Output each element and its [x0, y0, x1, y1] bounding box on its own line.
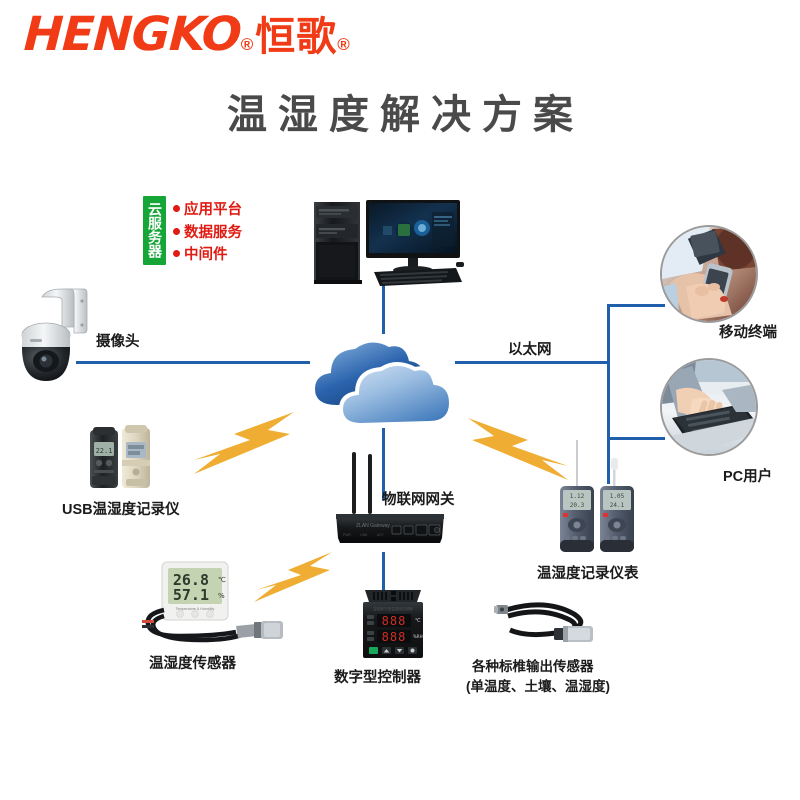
- connector-cloud-to-gateway: [382, 428, 385, 500]
- digital-controller-icon: 智能数字型温湿度控制器 888 ℃ 888 %RH: [363, 590, 423, 658]
- handheld-meter-label: 温湿度记录仪表: [537, 566, 639, 582]
- hands-on-laptop-photo: [660, 358, 758, 456]
- desktop-computer-icon: [314, 200, 464, 286]
- svg-text:22.1: 22.1: [96, 447, 113, 455]
- cloud-icon: [315, 342, 454, 428]
- connector-computer-to-cloud: [382, 284, 385, 334]
- bullet-dot-icon: [173, 227, 180, 235]
- ptz-dome-camera-icon: [21, 288, 88, 381]
- svg-text:℃: ℃: [218, 576, 226, 584]
- bullet-dot-icon: [173, 205, 180, 212]
- connector-cloud-to-ethernet: [455, 361, 610, 364]
- sensor-label: 温湿度传感器: [149, 656, 236, 672]
- svg-text:ACT: ACT: [377, 533, 384, 537]
- svg-text:℃: ℃: [415, 618, 421, 624]
- wireless-bolt-icon-handheld: [468, 418, 568, 480]
- svg-text:Temperature & Humidity: Temperature & Humidity: [176, 607, 215, 611]
- svg-text:57.1: 57.1: [173, 586, 209, 604]
- list-item-label: 数据服务: [184, 224, 242, 241]
- svg-text:%RH: %RH: [413, 634, 423, 639]
- svg-text:26.8: 26.8: [173, 571, 209, 589]
- wireless-bolt-icon-sensor: [254, 552, 332, 602]
- probe-label-line2: (单温度、土壤、温湿度): [466, 679, 610, 694]
- list-item: 应用平台: [173, 198, 242, 219]
- connector-gateway-to-controller: [382, 552, 385, 594]
- svg-text:ZLAN Gateway: ZLAN Gateway: [356, 523, 390, 529]
- probe-label-line1: 各种标椎输出传感器: [472, 659, 594, 674]
- connector-trunk-to-pc: [607, 437, 665, 440]
- camera-label: 摄像头: [96, 334, 140, 350]
- gateway-label: 物联网网关: [382, 492, 455, 508]
- bullet-dot-icon: [173, 250, 180, 257]
- page-title: 温湿度解决方案: [227, 93, 584, 137]
- cloud-server-feature-list: 应用平台 数据服务 中间件: [173, 196, 242, 265]
- controller-label: 数字型控制器: [334, 670, 421, 686]
- wireless-bolt-icon-usb: [194, 412, 294, 474]
- svg-text:%: %: [218, 592, 225, 600]
- svg-text:1.12: 1.12: [570, 493, 585, 500]
- connector-trunk-to-mobile: [607, 304, 665, 307]
- svg-text:24.1: 24.1: [610, 502, 625, 509]
- list-item-label: 应用平台: [184, 202, 242, 218]
- svg-text:智能数字型温湿度控制器: 智能数字型温湿度控制器: [373, 606, 413, 611]
- list-item: 中间件: [173, 243, 242, 264]
- svg-text:PWR: PWR: [343, 533, 351, 537]
- svg-text:1.05: 1.05: [610, 493, 625, 500]
- connector-camera-to-cloud: [76, 361, 310, 364]
- svg-text:888: 888: [382, 614, 407, 628]
- list-item-label: 中间件: [184, 247, 228, 263]
- brand-chinese-text: 恒歌: [255, 15, 338, 59]
- registered-mark-icon: ®: [240, 35, 254, 54]
- ethernet-label: 以太网: [508, 342, 552, 358]
- svg-text:888: 888: [382, 630, 407, 644]
- handheld-meter-icon: 1.12 20.3 1.05 24.1: [560, 440, 634, 552]
- brand-latin-text: HENGKO: [22, 7, 243, 62]
- usb-data-logger-icon: 22.1: [90, 425, 150, 488]
- cloud-server-badge: 云服务器: [143, 196, 166, 265]
- cable-probe-sensor-icon: [494, 602, 593, 642]
- connector-right-trunk: [607, 304, 610, 484]
- iot-gateway-icon: ZLAN Gateway PWR LINK ACT: [336, 452, 444, 543]
- brand-logo: HENGKO ® 恒歌 ®: [22, 4, 350, 62]
- pc-user-label: PC用户: [723, 469, 773, 485]
- registered-mark-icon-2: ®: [337, 35, 350, 54]
- svg-text:20.3: 20.3: [570, 502, 585, 509]
- svg-text:LINK: LINK: [360, 533, 368, 537]
- hand-holding-phone-photo: [660, 225, 758, 323]
- list-item: 数据服务: [173, 221, 242, 242]
- mobile-terminal-label: 移动终端: [719, 325, 777, 341]
- usb-logger-label: USB温湿度记录仪: [62, 502, 180, 518]
- wall-mount-sensor-icon: 26.8 ℃ 57.1 % Temperature & Humidity: [142, 561, 283, 643]
- cloud-server-callout: 云服务器 应用平台 数据服务 中间件: [143, 196, 242, 265]
